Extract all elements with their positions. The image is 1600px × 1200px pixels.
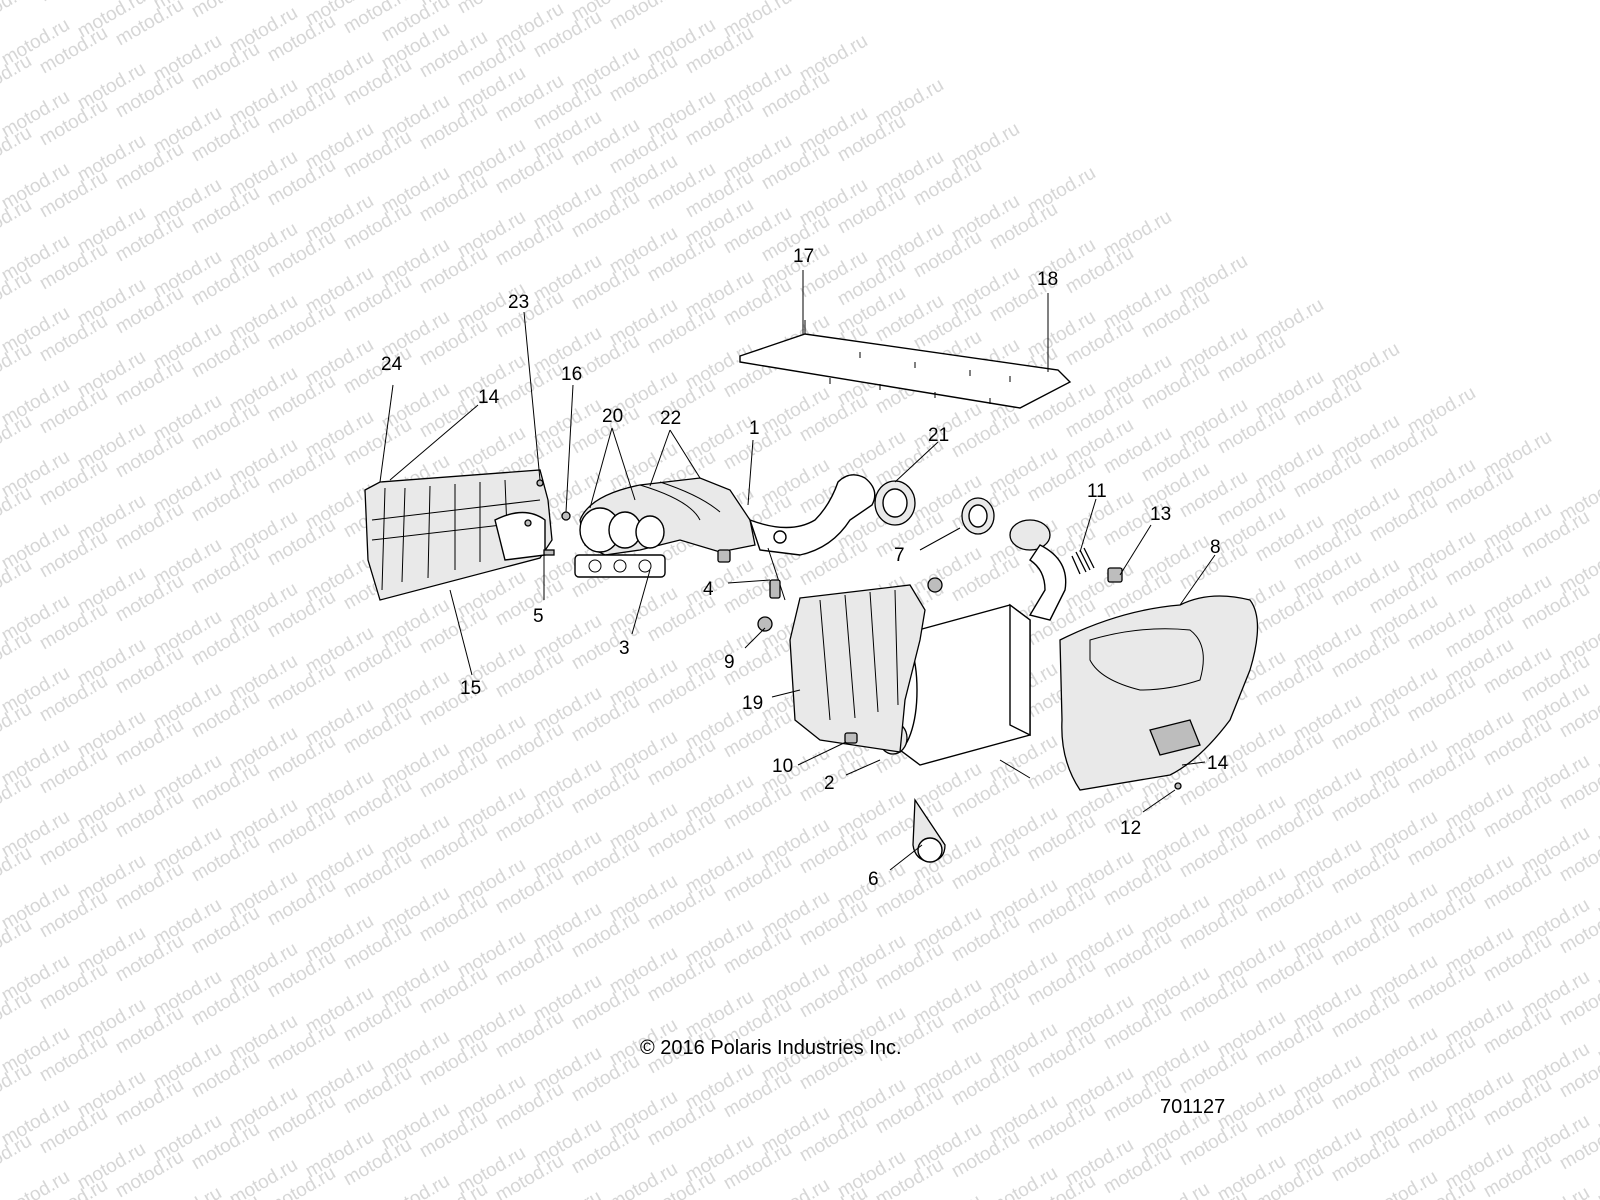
callout-21: 21 [928, 425, 949, 446]
callout-14-upper: 14 [478, 387, 500, 408]
callout-17: 17 [793, 246, 814, 267]
exhaust-gasket [961, 497, 995, 535]
callout-15: 15 [460, 678, 481, 699]
callout-14-lower: 14 [1207, 753, 1229, 774]
exhaust-manifold [574, 477, 756, 578]
callout-5: 5 [533, 606, 544, 627]
callout-6: 6 [868, 869, 879, 890]
callout-3: 3 [619, 638, 630, 659]
callout-23: 23 [508, 292, 529, 313]
outer-muffler-shield [1059, 595, 1259, 791]
copyright-notice: © 2016 Polaris Industries Inc. [640, 1037, 902, 1059]
callout-9: 9 [724, 652, 735, 673]
callout-22: 22 [660, 408, 681, 429]
callout-24: 24 [381, 354, 403, 375]
callout-10: 10 [772, 756, 793, 777]
callout-18: 18 [1037, 269, 1058, 290]
callout-2: 2 [824, 773, 835, 794]
heat-shield-plate [739, 320, 1072, 409]
callout-8: 8 [1210, 537, 1221, 558]
callout-1: 1 [749, 418, 760, 439]
diagram-number: 701127 [1160, 1096, 1226, 1118]
head-pipe [717, 474, 916, 601]
callout-4: 4 [703, 579, 714, 600]
callout-19: 19 [742, 693, 763, 714]
leader-lines [379, 270, 1216, 871]
callout-12: 12 [1120, 818, 1141, 839]
callout-20: 20 [602, 406, 623, 427]
callout-11: 11 [1087, 481, 1107, 502]
callout-labels: 17 18 23 24 16 14 20 22 1 21 11 13 8 7 5… [381, 246, 1229, 890]
callout-7: 7 [894, 545, 905, 566]
rear-heat-shield [757, 577, 943, 753]
callout-13: 13 [1150, 504, 1171, 525]
spring [1071, 547, 1123, 583]
left-heat-shield [364, 469, 553, 601]
callout-16: 16 [561, 364, 582, 385]
spark-arrestor-tip [912, 797, 946, 863]
mid-pipe [1009, 519, 1067, 621]
